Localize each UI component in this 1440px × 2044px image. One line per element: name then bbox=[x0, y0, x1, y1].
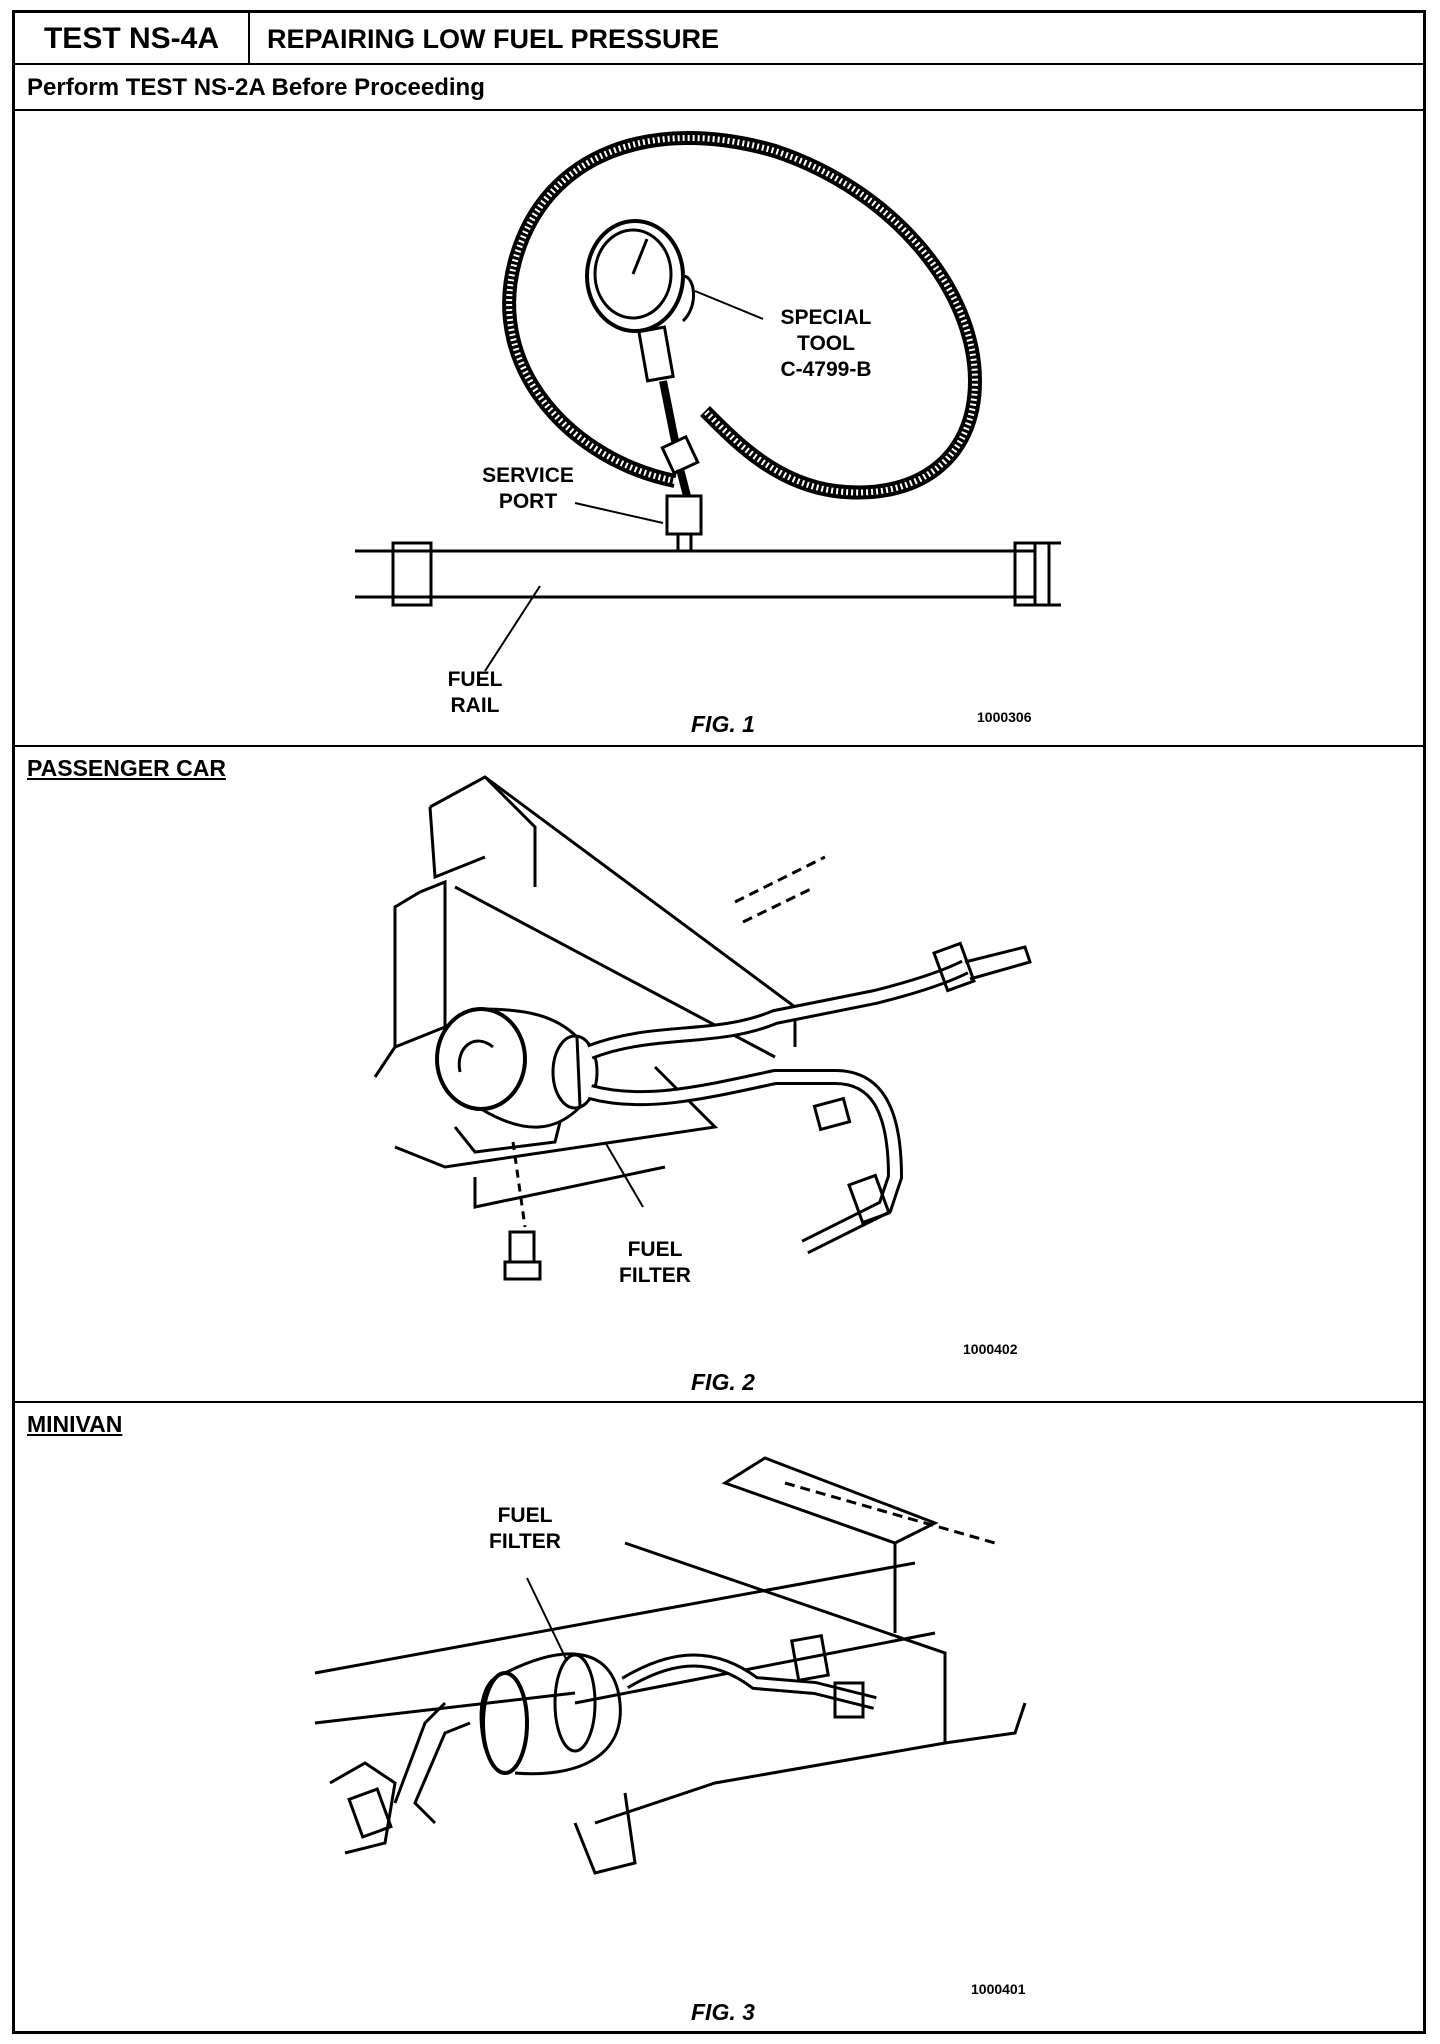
prerequisite-row: Perform TEST NS-2A Before Proceeding bbox=[15, 65, 1423, 111]
passenger-car-fuel-filter-illustration bbox=[373, 775, 1032, 1281]
figure-3-code: 1000401 bbox=[971, 1981, 1026, 1997]
section-label-minivan: MINIVAN bbox=[27, 1411, 123, 1437]
test-title: REPAIRING LOW FUEL PRESSURE bbox=[267, 24, 720, 54]
figure-3-caption: FIG. 3 bbox=[691, 1999, 755, 2025]
test-id: TEST NS-4A bbox=[15, 13, 250, 65]
section-label-passenger-car: PASSENGER CAR bbox=[27, 755, 226, 781]
test-header: TEST NS-4A REPAIRING LOW FUEL PRESSURE bbox=[15, 13, 1423, 65]
document-page: TEST NS-4A REPAIRING LOW FUEL PRESSURE P… bbox=[12, 10, 1426, 2034]
fuel-pressure-gauge-illustration bbox=[355, 131, 1061, 672]
figure-1-caption: FIG. 1 bbox=[691, 711, 755, 737]
figure-2-panel: PASSENGER CAR bbox=[15, 747, 1423, 1403]
figure-1-code: 1000306 bbox=[977, 709, 1032, 725]
prerequisite-text: Perform TEST NS-2A Before Proceeding bbox=[27, 74, 485, 101]
figure-2-caption: FIG. 2 bbox=[691, 1369, 755, 1395]
minivan-fuel-filter-illustration bbox=[314, 1456, 1027, 1875]
figure-3-panel: MINIVAN bbox=[15, 1403, 1423, 2031]
figure-2-code: 1000402 bbox=[963, 1341, 1018, 1357]
